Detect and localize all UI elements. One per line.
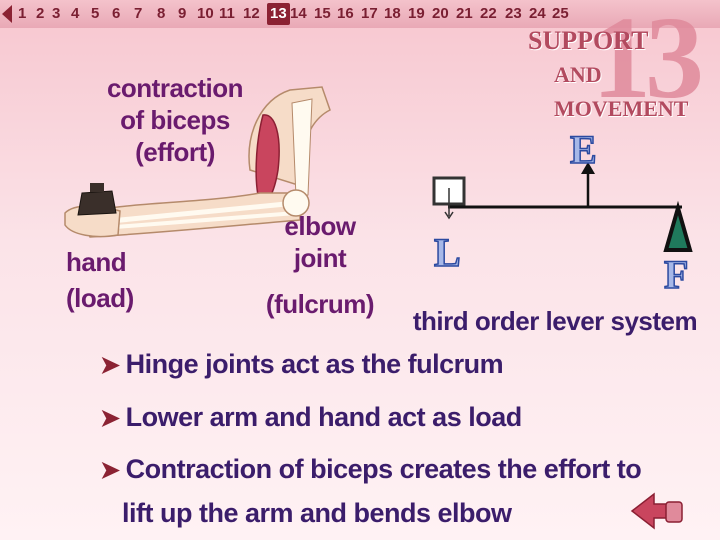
nav-slide-14[interactable]: 14 — [290, 5, 307, 22]
bullet-item: ➤Contraction of biceps creates the effor… — [100, 448, 642, 492]
letter-e: E — [570, 127, 597, 172]
elbow-joint-label-line: joint — [293, 243, 347, 273]
nav-slide-17[interactable]: 17 — [361, 5, 378, 22]
nav-slide-4[interactable]: 4 — [71, 5, 80, 22]
nav-slide-13[interactable]: 13 — [267, 3, 290, 25]
bullet-text: Contraction of biceps creates the effort… — [125, 454, 642, 484]
next-slide-button[interactable] — [630, 490, 686, 532]
bullet-continuation: lift up the arm and bends elbow — [122, 498, 512, 528]
letter-l: L — [434, 230, 461, 275]
bullet-text: Lower arm and hand act as load — [125, 402, 523, 432]
bullet-item: ➤Lower arm and hand act as load — [100, 396, 522, 440]
bullet-arrow-icon: ➤ — [100, 352, 120, 379]
nav-slide-20[interactable]: 20 — [432, 5, 449, 22]
letter-f: F — [664, 252, 688, 290]
elbow-joint-label-line: elbow — [284, 211, 356, 241]
nav-slide-18[interactable]: 18 — [384, 5, 401, 22]
arm-illustration — [64, 86, 331, 238]
nav-slide-7[interactable]: 7 — [134, 5, 143, 22]
bullet-item: ➤Hinge joints act as the fulcrum — [100, 343, 504, 387]
nav-slide-12[interactable]: 12 — [243, 5, 260, 22]
nav-slide-22[interactable]: 22 — [480, 5, 497, 22]
back-arrow-icon[interactable] — [2, 5, 12, 23]
nav-slide-9[interactable]: 9 — [178, 5, 187, 22]
contraction-label-line: contraction — [106, 73, 244, 103]
elbow-joint — [282, 189, 310, 217]
nav-slide-6[interactable]: 6 — [112, 5, 121, 22]
chapter-number: 13 — [592, 0, 704, 123]
contraction-label-line: of biceps — [120, 105, 230, 135]
nav-slide-1[interactable]: 1 — [18, 5, 27, 22]
nav-slide-16[interactable]: 16 — [337, 5, 354, 22]
lever-diagram: E L F — [432, 126, 693, 290]
nav-slide-24[interactable]: 24 — [529, 5, 546, 22]
chapter-title-line1: SUPPORT — [528, 26, 649, 55]
nav-slide-10[interactable]: 10 — [197, 5, 214, 22]
nav-slide-8[interactable]: 8 — [157, 5, 166, 22]
hand-label: hand (load) — [66, 244, 156, 316]
nav-slide-15[interactable]: 15 — [314, 5, 331, 22]
contraction-label-line: (effort) — [135, 137, 215, 167]
elbow-joint-label: elbow joint — [270, 208, 370, 276]
chapter-title: SUPPORT AND MOVEMENT — [528, 24, 718, 126]
nav-slide-2[interactable]: 2 — [36, 5, 45, 22]
nav-slide-25[interactable]: 25 — [552, 5, 569, 22]
nav-slide-19[interactable]: 19 — [408, 5, 425, 22]
hand-label-line: (load) — [66, 283, 134, 313]
hand-label-line: hand — [66, 247, 127, 277]
bullet-text: Hinge joints act as the fulcrum — [125, 349, 504, 379]
dumbbell-weight-icon — [77, 190, 117, 216]
lever-caption: third order lever system — [412, 306, 698, 336]
biceps-muscle — [255, 114, 280, 205]
nav-slide-3[interactable]: 3 — [52, 5, 61, 22]
next-arrow-icon — [630, 492, 671, 530]
bullet-arrow-icon: ➤ — [100, 405, 120, 432]
fulcrum-label: (fulcrum) — [265, 289, 375, 319]
nav-slide-23[interactable]: 23 — [505, 5, 522, 22]
chapter-title-line2: AND MOVEMENT — [554, 62, 689, 121]
nav-slide-5[interactable]: 5 — [91, 5, 100, 22]
nav-slide-11[interactable]: 11 — [219, 5, 235, 22]
contraction-label: contraction of biceps (effort) — [92, 70, 258, 170]
nav-slide-21[interactable]: 21 — [456, 5, 473, 22]
bullet-arrow-icon: ➤ — [100, 457, 120, 484]
fulcrum-triangle — [663, 200, 693, 252]
